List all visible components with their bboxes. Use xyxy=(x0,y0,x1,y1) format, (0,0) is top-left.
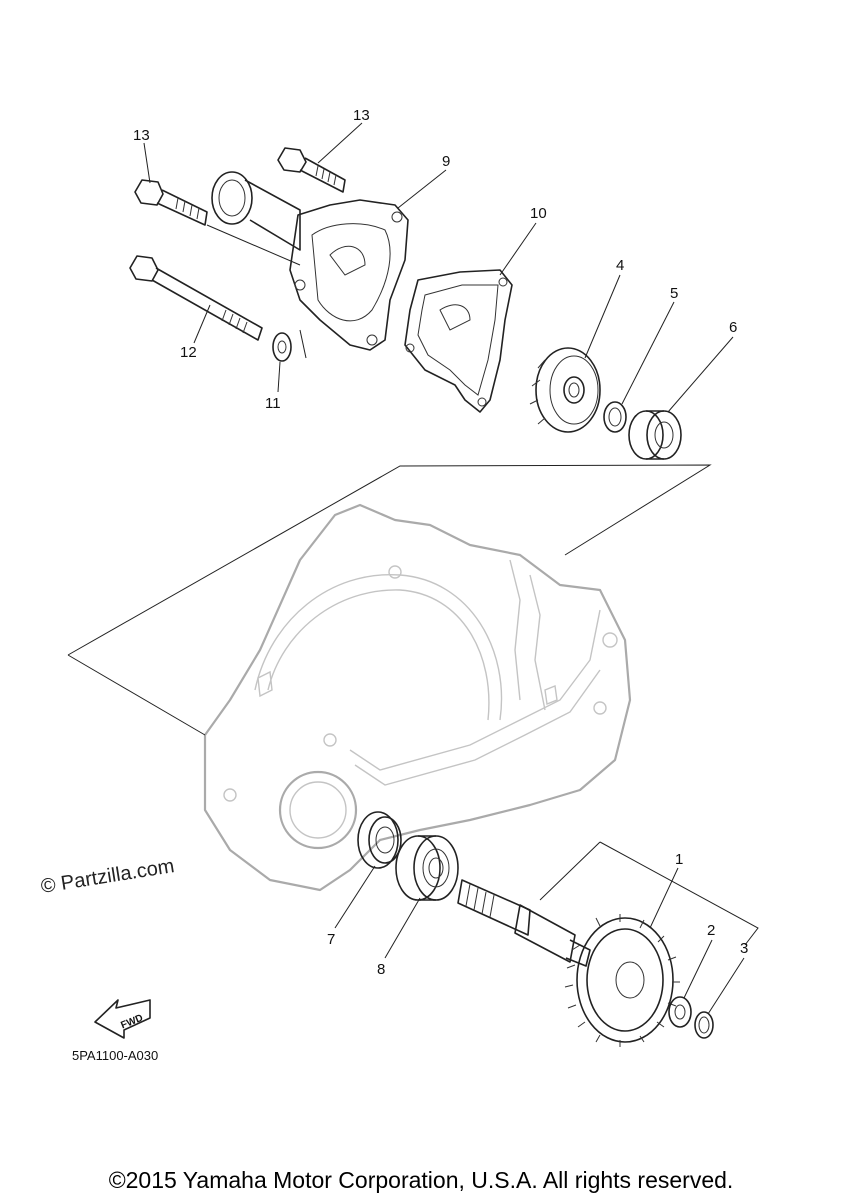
callout-leaders xyxy=(143,122,745,1015)
callout-9: 9 xyxy=(442,153,450,170)
assembly-bracket-lines xyxy=(67,464,759,946)
callout-6: 6 xyxy=(729,319,737,336)
seal-5 xyxy=(603,401,627,433)
water-pump-cover-9 xyxy=(211,171,409,351)
callout-3: 3 xyxy=(740,940,748,957)
copyright-notice: ©2015 Yamaha Motor Corporation, U.S.A. A… xyxy=(109,1167,734,1193)
callout-5: 5 xyxy=(670,285,678,302)
bearing-8 xyxy=(395,835,459,901)
bearing-6 xyxy=(628,410,682,460)
callout-13-lower: 13 xyxy=(133,127,150,144)
circlip-3 xyxy=(694,1011,714,1039)
impeller-4 xyxy=(529,347,601,433)
oil-seal-7 xyxy=(357,811,402,869)
callout-labels: 1 2 3 4 5 6 7 8 9 10 11 12 13 13 xyxy=(133,107,748,978)
crankcase xyxy=(203,503,632,892)
callout-12: 12 xyxy=(180,344,197,361)
callout-10: 10 xyxy=(530,205,547,222)
drive-gear xyxy=(564,914,680,1047)
callout-13-upper: 13 xyxy=(353,107,370,124)
bolt-13-lower xyxy=(134,179,208,226)
partzilla-watermark: © Partzilla.com xyxy=(39,855,176,898)
impeller-shaft-1 xyxy=(457,879,591,967)
washer-2 xyxy=(668,996,692,1028)
fwd-label: FWD xyxy=(119,1013,144,1032)
bolt-13-upper xyxy=(277,147,346,193)
callout-7: 7 xyxy=(327,931,335,948)
callout-2: 2 xyxy=(707,922,715,939)
gasket-10 xyxy=(404,269,513,413)
callout-11: 11 xyxy=(265,395,281,412)
washer-11 xyxy=(272,332,292,362)
callout-8: 8 xyxy=(377,961,385,978)
callout-4: 4 xyxy=(616,257,624,274)
bolt-12 xyxy=(129,255,263,341)
diagram-code: 5PA1100-A030 xyxy=(72,1048,158,1063)
fwd-arrow-icon: FWD xyxy=(94,999,151,1039)
callout-1: 1 xyxy=(675,851,683,868)
